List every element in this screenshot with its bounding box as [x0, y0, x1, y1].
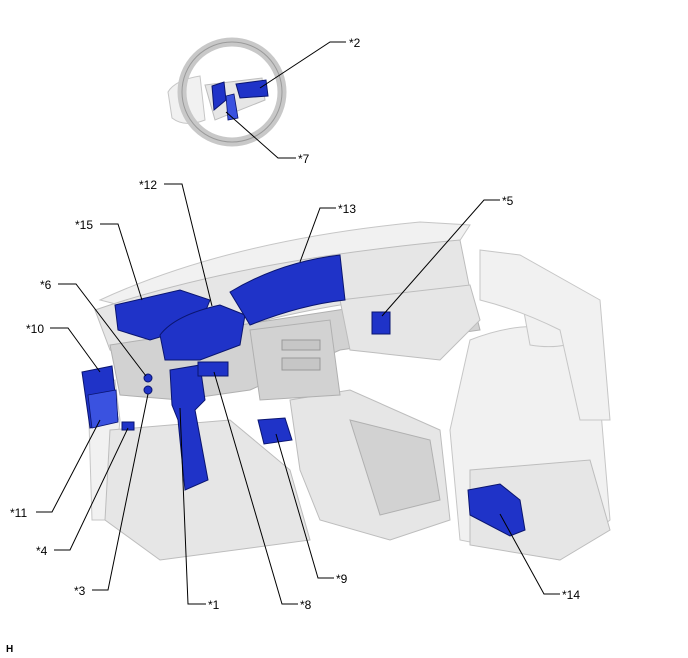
leader-3 — [92, 393, 149, 591]
leader-6 — [58, 283, 147, 377]
right-door — [479, 249, 611, 421]
steering-wheel-inset — [167, 37, 287, 147]
leader-9 — [275, 433, 334, 579]
part-8 — [197, 361, 229, 377]
part-13 — [229, 254, 346, 326]
leader-15 — [100, 223, 143, 301]
callout-1: *1 — [208, 598, 220, 612]
vehicle-interior — [87, 221, 611, 561]
callout-11: *11 — [10, 506, 27, 520]
callout-labels: *2 *7 *12 *13 *5 *15 *6 *10 *11 *4 *3 *1… — [10, 36, 580, 612]
callout-12: *12 — [139, 178, 157, 192]
console-armrest — [349, 419, 441, 516]
passenger-dash — [339, 284, 481, 361]
part-1 — [169, 364, 209, 491]
leader-5 — [381, 199, 500, 317]
part-11 — [87, 389, 119, 429]
part-3 — [143, 385, 153, 395]
part-5 — [371, 311, 391, 335]
steering-wheel-edge — [181, 41, 283, 143]
leader-12 — [164, 183, 213, 307]
part-12 — [159, 304, 246, 361]
callout-2: *2 — [349, 36, 361, 50]
figure-reference-code: H — [6, 644, 13, 655]
leader-lines — [36, 41, 560, 605]
part-14 — [467, 483, 526, 537]
callout-6: *6 — [40, 278, 52, 292]
leader-1 — [179, 407, 206, 605]
leader-10 — [50, 327, 101, 373]
leader-14 — [499, 513, 560, 595]
highlighted-components — [81, 254, 526, 537]
callout-13: *13 — [338, 202, 356, 216]
part-4 — [121, 421, 135, 431]
callout-9: *9 — [336, 572, 348, 586]
steering-pad-switch-part — [235, 79, 269, 99]
callout-7: *7 — [298, 152, 310, 166]
leader-7 — [225, 111, 296, 159]
callout-15: *15 — [75, 218, 93, 232]
callout-4: *4 — [36, 544, 48, 558]
callout-10: *10 — [26, 322, 44, 336]
passenger-seat-cushion — [469, 459, 611, 561]
callout-3: *3 — [74, 584, 86, 598]
leader-4 — [54, 427, 129, 551]
vent — [281, 339, 321, 351]
leader-13 — [299, 207, 336, 263]
leader-8 — [213, 371, 298, 605]
part-9 — [257, 417, 293, 445]
callout-5: *5 — [502, 194, 514, 208]
callout-14: *14 — [562, 588, 580, 602]
audio-panel — [281, 357, 321, 371]
steering-column-part — [225, 93, 239, 121]
leader-11 — [36, 419, 101, 513]
leader-2 — [259, 41, 346, 89]
callout-8: *8 — [300, 598, 312, 612]
